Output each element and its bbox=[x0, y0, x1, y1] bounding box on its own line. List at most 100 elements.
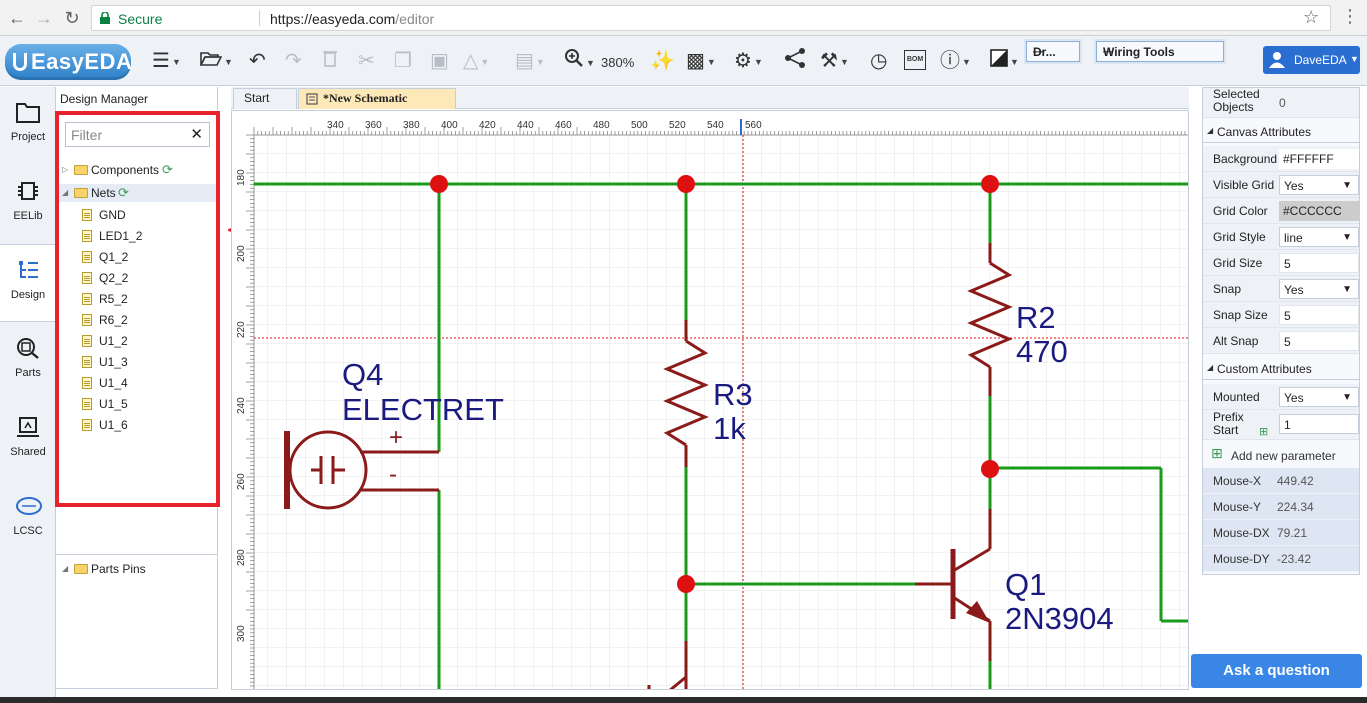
refresh-icon[interactable]: ⟳ bbox=[162, 162, 173, 177]
r3-value-label[interactable]: 1k bbox=[713, 411, 746, 446]
undo-button[interactable]: ↶ bbox=[249, 50, 266, 72]
attribute-select[interactable]: Yes▼ bbox=[1279, 175, 1359, 195]
caret-down-icon: ▼ bbox=[480, 56, 490, 67]
user-menu-button[interactable]: DaveEDA ▼ bbox=[1263, 46, 1360, 74]
cut-button[interactable]: ✂ bbox=[358, 50, 375, 72]
net-item[interactable]: U1_2 bbox=[82, 332, 212, 350]
r2-ref-label[interactable]: R2 bbox=[1016, 300, 1056, 335]
info-button[interactable]: ⓘ▼ bbox=[940, 50, 971, 72]
url-text[interactable]: https://easyeda.com/editor bbox=[270, 11, 434, 27]
tab-new-schematic[interactable]: *New Schematic bbox=[298, 88, 456, 109]
taskbar-strip bbox=[0, 697, 1367, 703]
net-item[interactable]: LED1_2 bbox=[82, 227, 212, 245]
tree-components[interactable]: ▷ Components ⟳ bbox=[56, 161, 216, 179]
refresh-icon[interactable]: ⟳ bbox=[118, 185, 129, 200]
address-bar[interactable]: Secure https://easyeda.com/editor ☆ bbox=[91, 5, 1331, 31]
nav-parts[interactable]: Parts bbox=[0, 323, 56, 401]
net-item[interactable]: Q1_2 bbox=[82, 248, 212, 266]
magic-wand-button[interactable]: ✨ bbox=[650, 50, 675, 72]
delete-button[interactable] bbox=[322, 48, 338, 74]
prefix-start-input[interactable]: 1 bbox=[1279, 414, 1359, 434]
filter-input[interactable] bbox=[67, 124, 187, 145]
tree-parts-pins[interactable]: ◢ Parts Pins bbox=[56, 560, 216, 578]
paste-button[interactable]: ▣ bbox=[430, 50, 449, 72]
tools-button[interactable]: ⚒▼ bbox=[820, 50, 849, 72]
attribute-input[interactable]: 5 bbox=[1279, 253, 1359, 273]
attribute-select[interactable]: Yes▼ bbox=[1279, 279, 1359, 299]
grid-area[interactable] bbox=[254, 135, 1189, 690]
document-list-button[interactable]: ☰▼ bbox=[152, 50, 181, 72]
r3-ref-label[interactable]: R3 bbox=[713, 377, 753, 412]
junctions bbox=[430, 175, 999, 593]
copy-button[interactable]: ❐ bbox=[394, 50, 412, 72]
attribute-select[interactable]: line▼ bbox=[1279, 227, 1359, 247]
resistor-r3[interactable] bbox=[663, 320, 709, 467]
share-button[interactable] bbox=[784, 48, 806, 74]
settings-button[interactable]: ⚙▼ bbox=[734, 50, 763, 72]
wiring-tools-panel[interactable]: Wiring Tools ─ bbox=[1096, 41, 1224, 62]
theme-button[interactable]: ▼ bbox=[990, 48, 1019, 74]
tab-start[interactable]: Start bbox=[233, 88, 297, 109]
nav-project[interactable]: Project bbox=[0, 87, 56, 165]
collapse-arrow-icon[interactable]: ◢ bbox=[62, 188, 69, 197]
net-item[interactable]: U1_5 bbox=[82, 395, 212, 413]
add-prefix-icon[interactable]: ⊞ bbox=[1259, 426, 1269, 438]
attribute-color[interactable]: #CCCCCC bbox=[1279, 201, 1359, 221]
net-item[interactable]: U1_3 bbox=[82, 353, 212, 371]
net-item[interactable]: Q2_2 bbox=[82, 269, 212, 287]
forward-arrow-icon[interactable]: → bbox=[35, 8, 53, 28]
netlist-button[interactable]: ▩▼ bbox=[686, 50, 716, 72]
q4-value-label[interactable]: ELECTRET bbox=[342, 392, 504, 427]
browser-menu-icon[interactable]: ⋮ bbox=[1341, 6, 1359, 26]
attribute-input[interactable]: 5 bbox=[1279, 331, 1359, 351]
bom-button[interactable]: BOM bbox=[904, 50, 926, 76]
net-item[interactable]: R6_2 bbox=[82, 311, 212, 329]
ask-question-button[interactable]: Ask a question bbox=[1191, 654, 1362, 688]
nav-eelib[interactable]: EELib bbox=[0, 166, 56, 244]
redo-button[interactable]: ↷ bbox=[285, 50, 302, 72]
add-parameter-row[interactable]: ⊞ Add new parameter bbox=[1203, 442, 1359, 468]
zoom-button[interactable]: ▼ bbox=[564, 48, 595, 74]
custom-attributes-header[interactable]: ◢ Custom Attributes bbox=[1203, 358, 1359, 380]
net-item[interactable]: GND bbox=[82, 206, 212, 224]
drawing-tools-panel[interactable]: Dr... ─ bbox=[1026, 41, 1080, 62]
junction-dot bbox=[430, 175, 448, 193]
tree-nets[interactable]: ◢ Nets ⟳ bbox=[56, 184, 216, 202]
attribute-input[interactable]: 5 bbox=[1279, 305, 1359, 325]
reload-icon[interactable]: ↻ bbox=[64, 8, 80, 28]
partial-component[interactable] bbox=[647, 641, 688, 690]
rotate-button[interactable]: △▼ bbox=[463, 50, 490, 72]
expand-arrow-icon[interactable]: ▷ bbox=[62, 165, 69, 174]
custom-attributes-title: Custom Attributes bbox=[1217, 362, 1312, 376]
net-item[interactable]: R5_2 bbox=[82, 290, 212, 308]
q4-ref-label[interactable]: Q4 bbox=[342, 357, 383, 392]
minimize-icon[interactable]: ─ bbox=[1033, 43, 1043, 59]
r2-value-label[interactable]: 470 bbox=[1016, 334, 1068, 369]
easyeda-logo[interactable]: EasyEDA bbox=[5, 44, 132, 80]
open-folder-button[interactable]: ▼ bbox=[199, 48, 233, 74]
align-button[interactable]: ▤▼ bbox=[515, 50, 545, 72]
wiring-tools-label: Wiring Tools bbox=[1103, 45, 1175, 59]
microphone-q4[interactable] bbox=[284, 430, 439, 510]
resistor-r2[interactable] bbox=[967, 243, 1013, 396]
back-arrow-icon[interactable]: ← bbox=[8, 8, 26, 28]
mounted-select[interactable]: Yes ▼ bbox=[1279, 387, 1359, 407]
nav-lcsc[interactable]: LCSC bbox=[0, 481, 56, 559]
net-item[interactable]: U1_4 bbox=[82, 374, 212, 392]
clear-filter-icon[interactable]: ✕ bbox=[190, 126, 203, 143]
attribute-text[interactable]: #FFFFFF bbox=[1279, 149, 1359, 169]
nav-shared[interactable]: Shared bbox=[0, 402, 56, 480]
junction-dot bbox=[677, 175, 695, 193]
canvas-attributes-header[interactable]: ◢ Canvas Attributes bbox=[1203, 121, 1359, 143]
bookmark-star-icon[interactable]: ☆ bbox=[1303, 7, 1320, 27]
q1-value-label[interactable]: 2N3904 bbox=[1005, 601, 1114, 636]
history-button[interactable]: ◷ bbox=[870, 50, 888, 72]
minimize-icon[interactable]: ─ bbox=[1103, 43, 1113, 59]
q1-ref-label[interactable]: Q1 bbox=[1005, 567, 1046, 602]
wires[interactable] bbox=[254, 182, 1189, 690]
collapse-arrow-icon[interactable]: ◢ bbox=[62, 564, 69, 573]
net-item[interactable]: U1_6 bbox=[82, 416, 212, 434]
nav-design[interactable]: Design bbox=[0, 244, 56, 322]
